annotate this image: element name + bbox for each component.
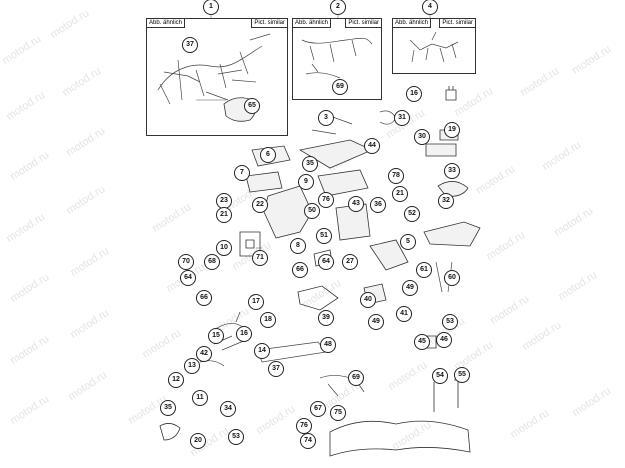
callout-11: 11	[192, 390, 208, 406]
callout-68: 68	[204, 254, 220, 270]
callout-27: 27	[342, 254, 358, 270]
callout-4: 4	[422, 0, 438, 15]
callout-37: 37	[268, 361, 284, 377]
clip-icon	[159, 423, 181, 441]
callout-20: 20	[190, 433, 206, 449]
callout-49: 49	[402, 280, 418, 296]
callout-78: 78	[388, 168, 404, 184]
callout-6: 6	[260, 147, 276, 163]
callout-66: 66	[292, 262, 308, 278]
connector-icon	[433, 379, 462, 412]
callout-64: 64	[180, 270, 196, 286]
callout-17: 17	[248, 294, 264, 310]
callout-65: 65	[244, 98, 260, 114]
box-tag-ahnlich: Abb. ähnlich	[292, 18, 332, 28]
callout-55: 55	[454, 367, 470, 383]
fuse-box-icon	[245, 171, 283, 193]
frame-part-icon	[329, 420, 471, 457]
callout-30: 30	[414, 129, 430, 145]
frame-part-icon	[423, 221, 481, 247]
callout-69: 69	[332, 79, 348, 95]
callout-16: 16	[236, 326, 252, 342]
callout-41: 41	[396, 306, 412, 322]
callout-50: 50	[304, 203, 320, 219]
callout-76: 76	[318, 192, 334, 208]
connector-icon	[445, 86, 457, 101]
callout-66: 66	[196, 290, 212, 306]
box-tag-similar: Pict. similar	[251, 18, 288, 28]
callout-45: 45	[414, 334, 430, 350]
callout-8: 8	[290, 238, 306, 254]
group-box-1: Abb. ähnlich Pict. similar	[146, 18, 288, 136]
callout-49: 49	[368, 314, 384, 330]
callout-51: 51	[316, 228, 332, 244]
callout-43: 43	[348, 196, 364, 212]
bracket-icon	[297, 285, 339, 311]
callout-35: 35	[302, 156, 318, 172]
callout-19: 19	[444, 122, 460, 138]
callout-39: 39	[318, 310, 334, 326]
callout-53: 53	[442, 314, 458, 330]
callout-16: 16	[406, 86, 422, 102]
callout-5: 5	[400, 234, 416, 250]
callout-36: 36	[370, 197, 386, 213]
callout-60: 60	[444, 270, 460, 286]
wiring-harness-icon	[409, 31, 459, 63]
callout-10: 10	[216, 240, 232, 256]
callout-31: 31	[394, 110, 410, 126]
wiring-harness-icon	[157, 33, 271, 105]
callout-53: 53	[228, 429, 244, 445]
callout-2: 2	[330, 0, 346, 15]
callout-69: 69	[348, 370, 364, 386]
frame-part-icon	[317, 169, 369, 197]
wiring-harness-icon	[199, 311, 247, 367]
callout-33: 33	[444, 163, 460, 179]
callout-42: 42	[196, 346, 212, 362]
callout-64: 64	[318, 254, 334, 270]
callout-15: 15	[208, 328, 224, 344]
callout-18: 18	[260, 312, 276, 328]
callout-14: 14	[254, 343, 270, 359]
group-box-4: Abb. ähnlich Pict. similar	[392, 18, 476, 74]
callout-54: 54	[432, 368, 448, 384]
callout-61: 61	[416, 262, 432, 278]
callout-75: 75	[330, 405, 346, 421]
callout-1: 1	[203, 0, 219, 15]
callout-74: 74	[300, 433, 316, 449]
box-tag-ahnlich: Abb. ähnlich	[146, 18, 186, 28]
callout-12: 12	[168, 372, 184, 388]
callout-7: 7	[234, 165, 250, 181]
callout-13: 13	[184, 358, 200, 374]
callout-44: 44	[364, 138, 380, 154]
callout-37: 37	[182, 37, 198, 53]
box-tag-similar: Pict. similar	[439, 18, 476, 28]
callout-21: 21	[216, 207, 232, 223]
callout-9: 9	[298, 174, 314, 190]
callout-3: 3	[318, 110, 334, 126]
callout-34: 34	[220, 401, 236, 417]
callout-32: 32	[438, 193, 454, 209]
callout-22: 22	[252, 197, 268, 213]
callout-21: 21	[392, 186, 408, 202]
callout-70: 70	[178, 254, 194, 270]
wiring-harness-icon	[301, 37, 373, 79]
callout-52: 52	[404, 206, 420, 222]
callout-71: 71	[252, 250, 268, 266]
box-tag-similar: Pict. similar	[345, 18, 382, 28]
callout-67: 67	[310, 401, 326, 417]
control-unit-icon	[425, 143, 457, 157]
callout-76: 76	[296, 418, 312, 434]
callout-40: 40	[360, 292, 376, 308]
callout-48: 48	[320, 337, 336, 353]
callout-35: 35	[160, 400, 176, 416]
callout-46: 46	[436, 332, 452, 348]
fuse-box-icon	[369, 239, 409, 271]
box-tag-ahnlich: Abb. ähnlich	[392, 18, 432, 28]
